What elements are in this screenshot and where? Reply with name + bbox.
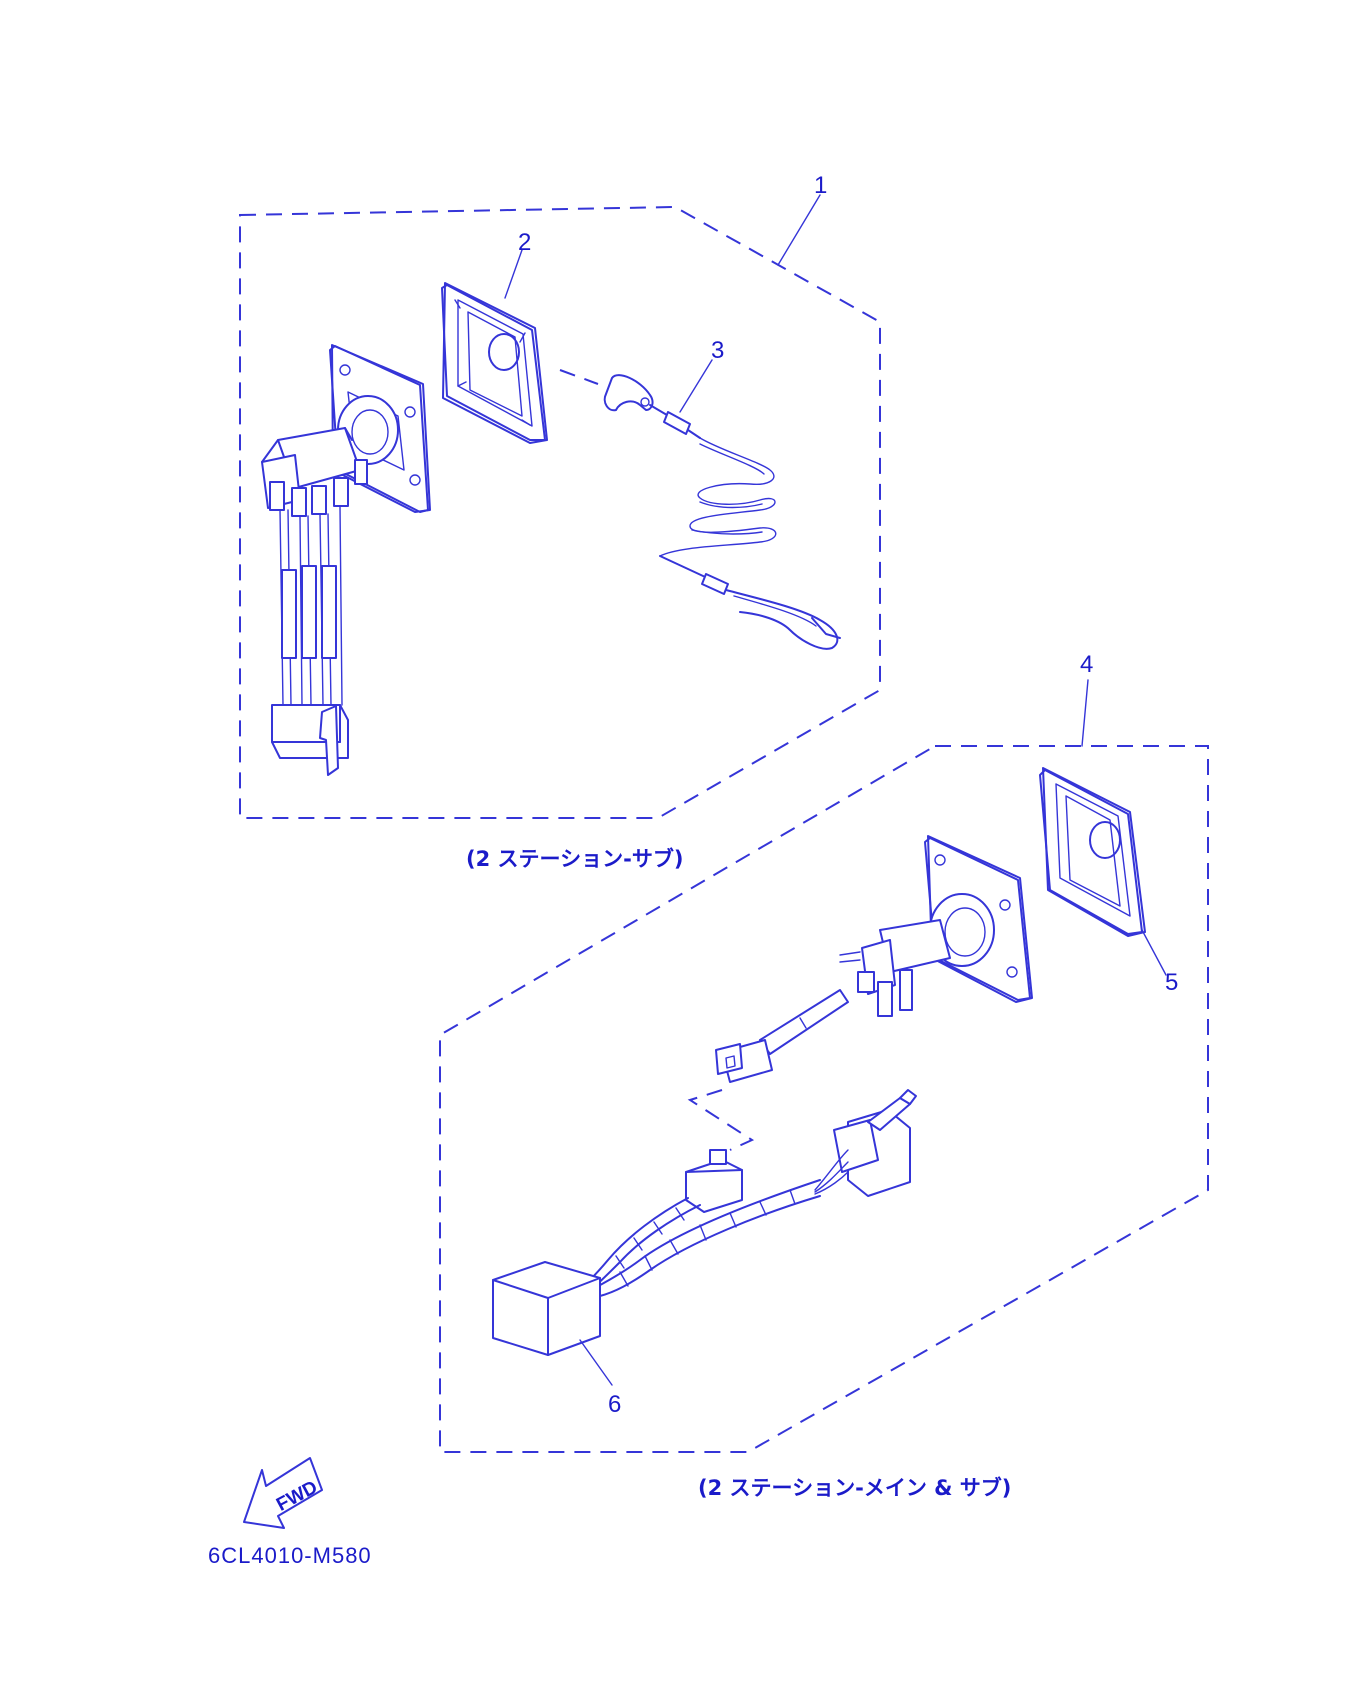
connection-dashed-line xyxy=(687,1089,755,1151)
part-2-bezel-plate xyxy=(441,282,548,444)
group-4-main-sub-station xyxy=(439,679,1209,1453)
caption-main-sub-station: (2 ステーション-メイン & サブ) xyxy=(698,1476,1011,1500)
fwd-arrow-shape xyxy=(243,1457,323,1529)
switch-connector xyxy=(271,704,349,776)
part-5-bezel-plate xyxy=(1039,767,1146,937)
leader-2 xyxy=(504,249,523,299)
switch-body-main xyxy=(839,893,995,1017)
leader-4 xyxy=(1081,679,1089,747)
group-4-dashed-outline xyxy=(439,745,1209,1453)
fwd-arrow: FWD xyxy=(243,1457,323,1529)
leader-3 xyxy=(679,359,713,413)
switch-short-harness xyxy=(715,989,849,1083)
callout-3: 3 xyxy=(711,337,724,364)
main-harness xyxy=(492,1089,917,1356)
part-3-lanyard xyxy=(559,369,841,650)
switch-body xyxy=(261,395,399,517)
caption-sub-station: (2 ステーション-サブ) xyxy=(466,847,683,871)
callout-4: 4 xyxy=(1080,651,1093,678)
switch-wires xyxy=(279,505,343,706)
callout-1: 1 xyxy=(814,172,827,199)
callout-2: 2 xyxy=(518,229,531,256)
leader-1 xyxy=(777,194,821,266)
group-1-sub-station xyxy=(239,194,881,819)
leader-5 xyxy=(1141,929,1167,976)
callout-5: 5 xyxy=(1165,969,1178,996)
callout-6: 6 xyxy=(608,1391,621,1418)
leader-6 xyxy=(579,1339,613,1386)
drawing-code: 6CL4010-M580 xyxy=(208,1543,372,1568)
